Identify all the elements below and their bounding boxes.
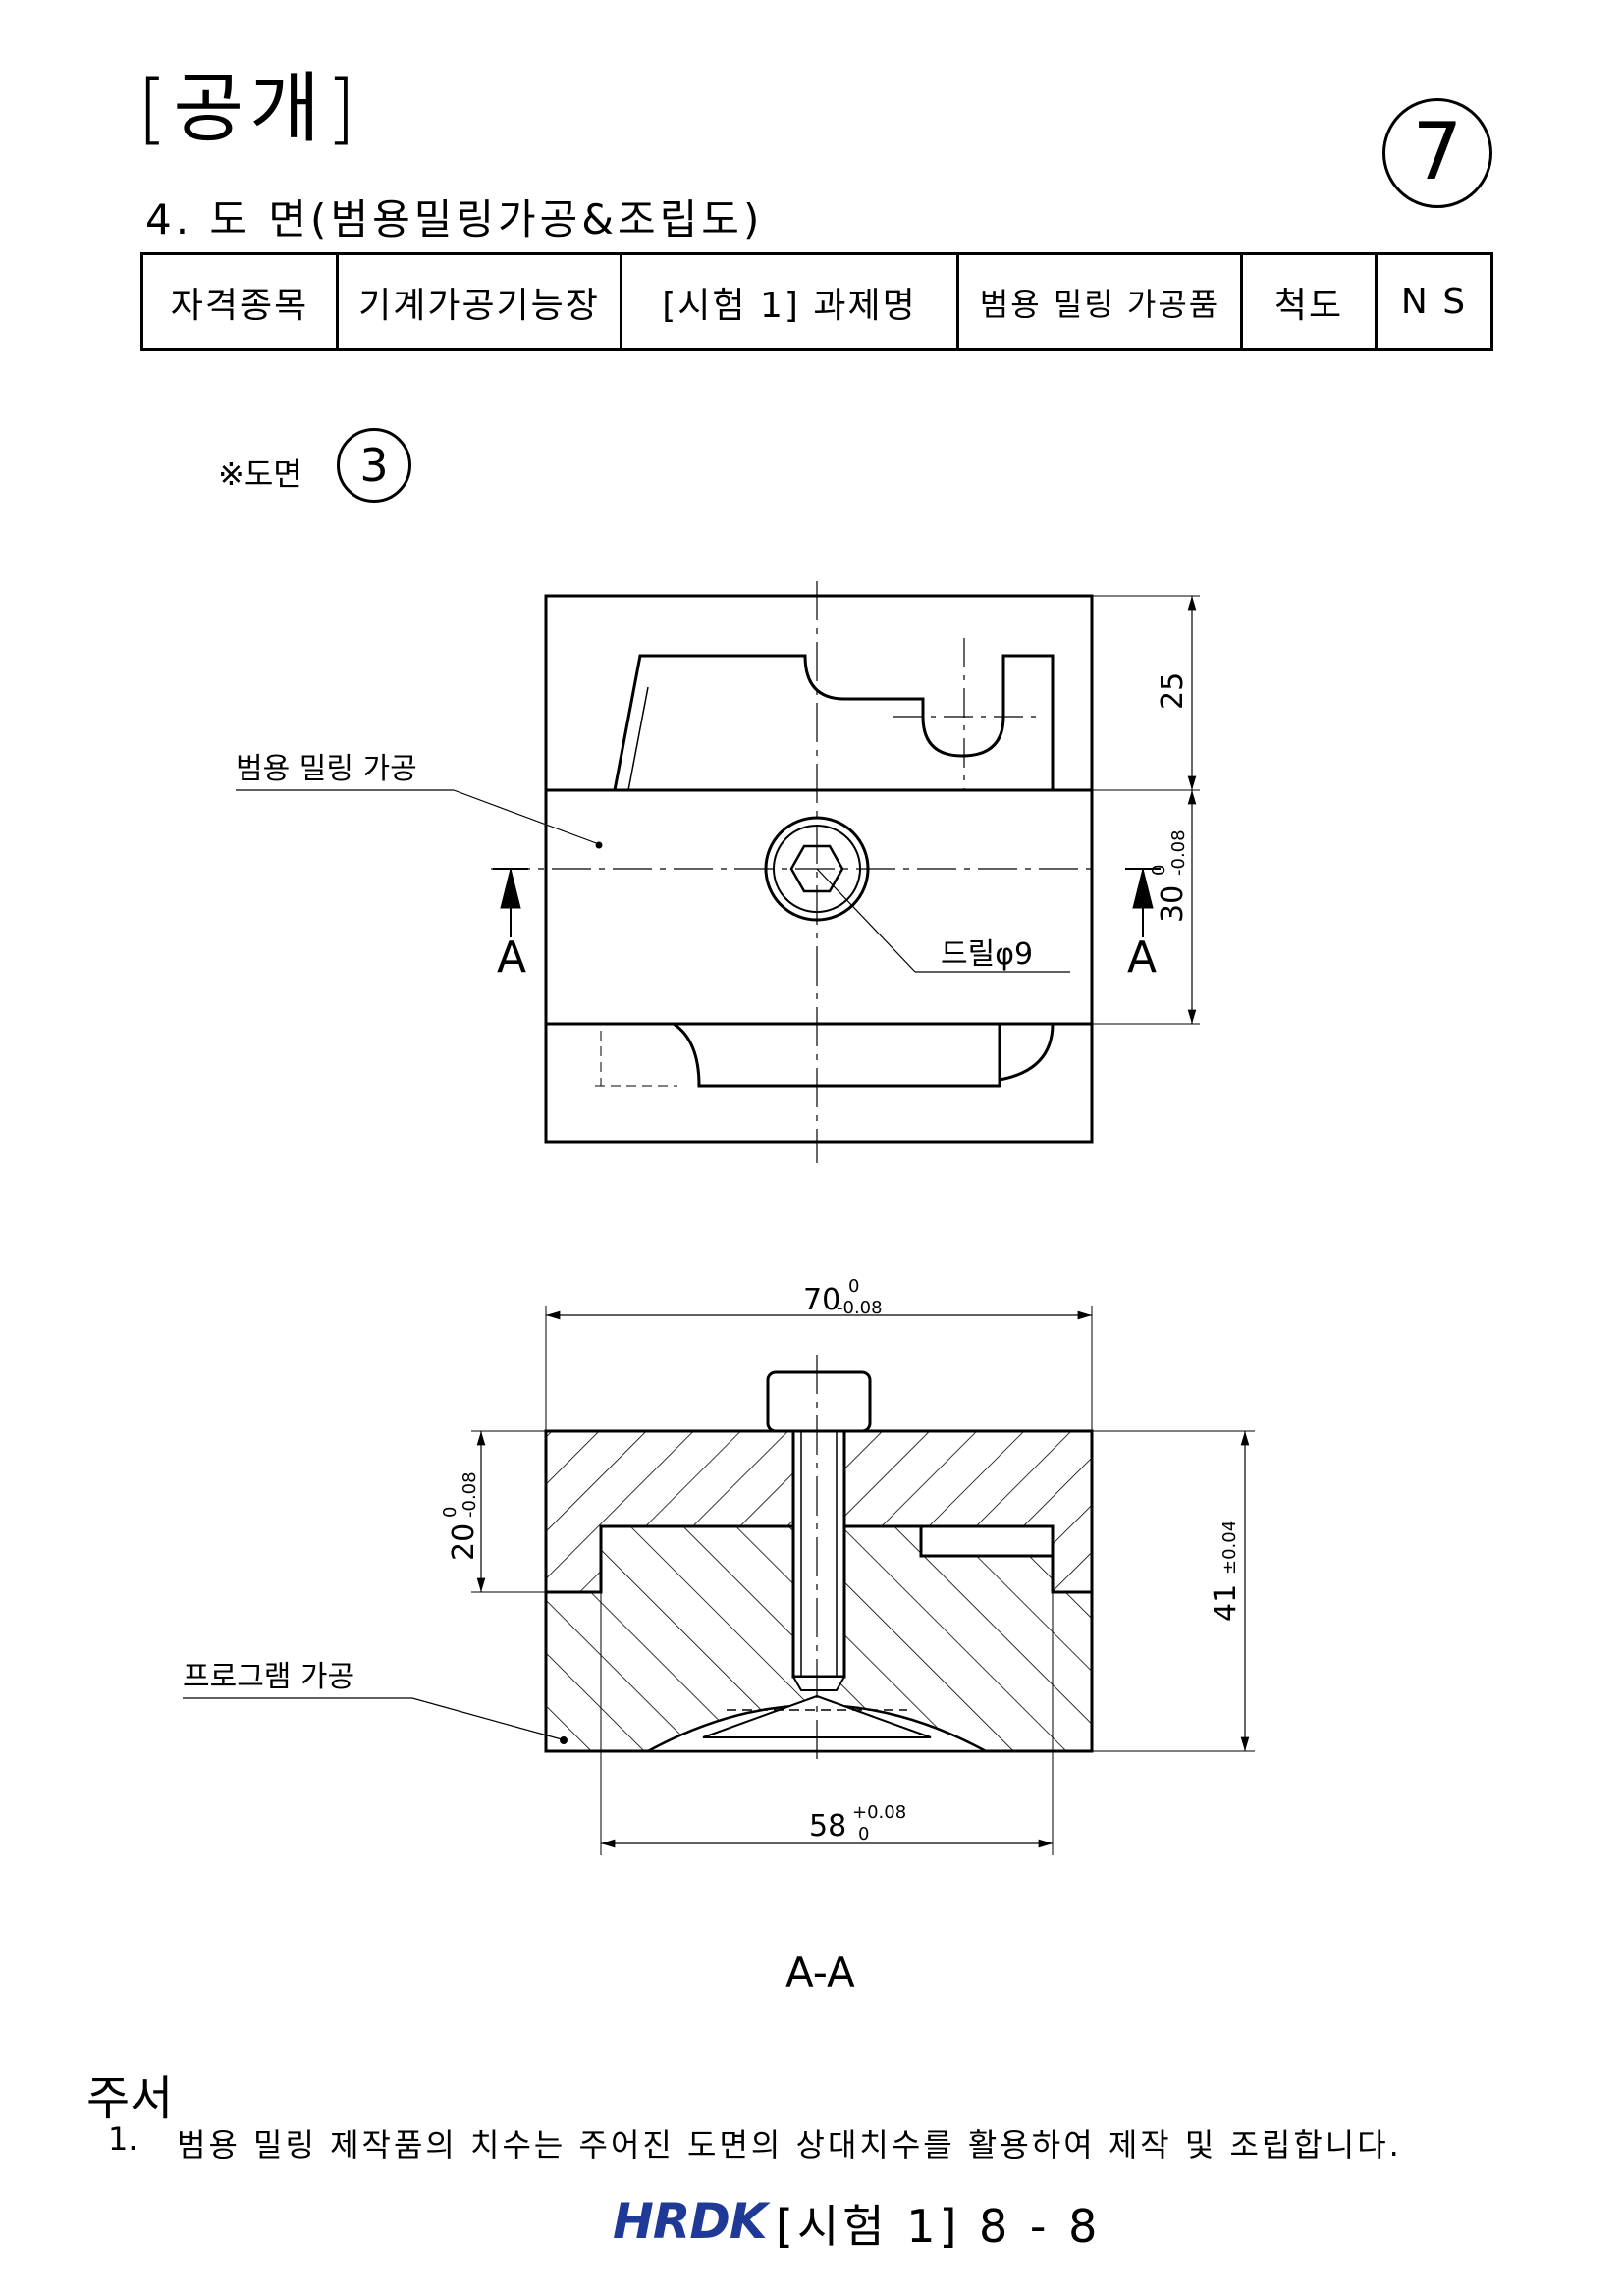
dim-58-tol-upper: +0.08 <box>852 1802 906 1823</box>
callout-drill: 드릴φ9 <box>941 937 1033 972</box>
dim-70-tol-upper: 0 <box>848 1276 859 1297</box>
dim-58: 58 <box>809 1809 846 1843</box>
section-title: A-A <box>785 1949 855 1997</box>
cell-task-value: 범용 밀링 가공품 <box>956 252 1243 351</box>
top-view <box>236 581 1200 1163</box>
dim-30-tol-upper: 0 <box>1149 865 1169 876</box>
page-number-circle: 7 <box>1382 98 1492 208</box>
title-block-table: 자격종목 기계가공기능장 [시험 1] 과제명 범용 밀링 가공품 척도 N S <box>140 252 1493 351</box>
dim-30-tol-lower: -0.08 <box>1168 829 1189 876</box>
cell-task-label: [시험 1] 과제명 <box>620 252 959 351</box>
dim-70: 70 <box>803 1283 840 1317</box>
dim-41-tol: ±0.04 <box>1219 1521 1240 1575</box>
callout-program: 프로그램 가공 <box>183 1660 354 1694</box>
section-marker-right: A <box>1127 933 1157 983</box>
cell-qualification-value: 기계가공기능장 <box>336 252 622 351</box>
dim-30: 30 <box>1156 885 1190 923</box>
section-marker-left: A <box>497 933 526 983</box>
callout-milling: 범용 밀링 가공 <box>236 752 417 786</box>
cell-scale-value: N S <box>1375 252 1493 351</box>
hrdk-logo: HRDK <box>613 2193 768 2250</box>
dim-20-tol-upper: 0 <box>440 1507 460 1518</box>
dim-41: 41 <box>1209 1584 1243 1622</box>
cell-qualification-label: 자격종목 <box>140 252 339 351</box>
drawing-ref-number: 3 <box>337 428 411 503</box>
footer-page-text: [시험 1] 8 - 8 <box>776 2200 1102 2253</box>
dim-20-tol-lower: -0.08 <box>460 1471 480 1518</box>
dim-20: 20 <box>447 1523 481 1561</box>
dim-58-tol-lower: 0 <box>858 1824 869 1844</box>
section-heading: 4. 도 면(범용밀링가공&조립도) <box>145 195 764 243</box>
drawing-ref-label: ※도면 <box>218 455 302 493</box>
note-item-text: 범용 밀링 제작품의 치수는 주어진 도면의 상대치수를 활용하여 제작 및 조… <box>177 2126 1402 2163</box>
public-label: [공개] <box>137 65 362 153</box>
note-item-number: 1. <box>108 2120 138 2158</box>
dim-25: 25 <box>1156 672 1190 710</box>
dim-70-tol-lower: -0.08 <box>837 1298 883 1318</box>
section-view <box>183 1306 1255 1855</box>
notes-title: 주서 <box>86 2071 174 2126</box>
cell-scale-label: 척도 <box>1240 252 1378 351</box>
